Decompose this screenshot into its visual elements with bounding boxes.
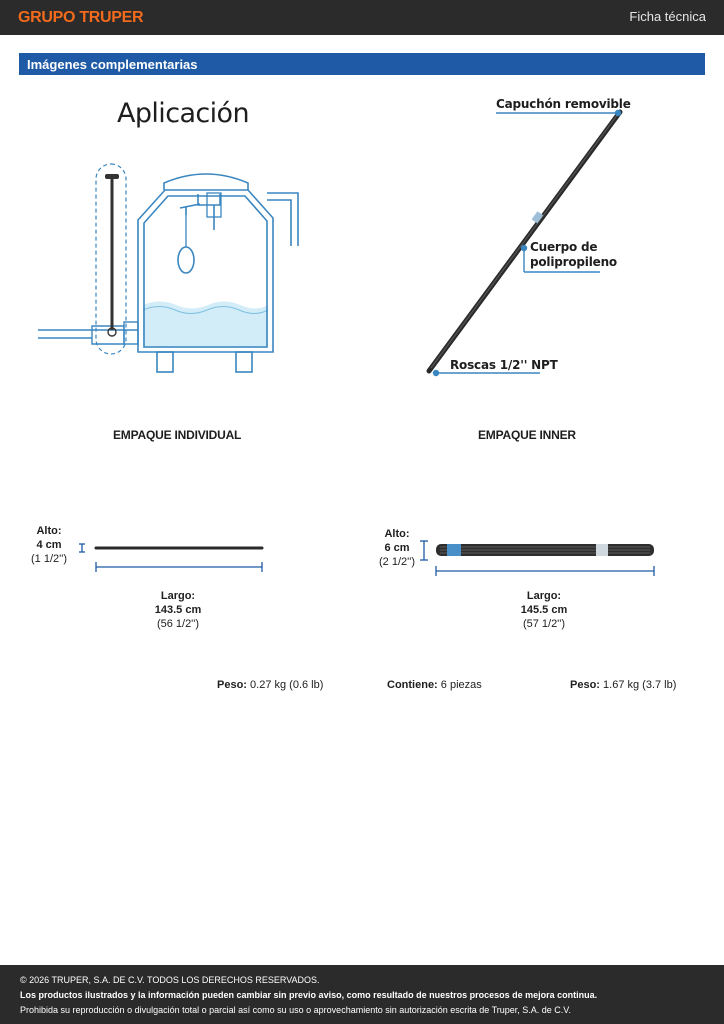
individual-height-cm: 4 cm xyxy=(36,539,62,551)
inlet-fitting xyxy=(123,321,139,345)
tank-lid xyxy=(163,173,249,190)
product-tube xyxy=(426,109,623,374)
application-diagram xyxy=(38,163,299,373)
individual-length-in: (56 1/2'') xyxy=(156,618,200,630)
footer-legal: Prohibida su reproducción o divulgación … xyxy=(20,1005,571,1015)
callout-leaders xyxy=(432,109,622,377)
inner-length-in: (57 1/2'') xyxy=(522,618,566,630)
individual-length-block: Largo: 143.5 cm (56 1/2'') xyxy=(138,589,218,631)
tank-leg-left xyxy=(156,351,174,373)
individual-height-block: Alto: 4 cm (1 1/2'') xyxy=(24,524,74,566)
inlet-pipe xyxy=(38,329,138,339)
inner-length-label: Largo: xyxy=(526,590,562,602)
individual-height-in: (1 1/2'') xyxy=(31,553,67,565)
inlet-valve xyxy=(91,325,125,345)
individual-weight-label: Peso: xyxy=(217,679,247,691)
individual-weight-value: 0.27 kg (0.6 lb) xyxy=(250,679,324,691)
document-type-label: Ficha técnica xyxy=(629,9,706,24)
inner-weight-label: Peso: xyxy=(570,679,600,691)
tank-water xyxy=(143,301,268,348)
tank-leg-right xyxy=(235,351,253,373)
float-valve xyxy=(179,194,221,230)
callout-body-line1: Cuerpo de xyxy=(530,240,598,254)
inner-height-block: Alto: 6 cm (2 1/2'') xyxy=(372,527,422,569)
section-title: Imágenes complementarias xyxy=(27,57,198,72)
individual-length-label: Largo: xyxy=(160,590,196,602)
inner-contains: Contiene: 6 piezas xyxy=(387,679,482,691)
footer-copyright: © 2026 TRUPER, S.A. DE C.V. TODOS LOS DE… xyxy=(20,975,320,985)
illustrations-canvas xyxy=(38,109,655,576)
inner-weight: Peso: 1.67 kg (3.7 lb) xyxy=(570,679,676,691)
individual-weight: Peso: 0.27 kg (0.6 lb) xyxy=(217,679,323,691)
individual-pack-drawing xyxy=(79,543,264,572)
inner-height-label: Alto: xyxy=(384,528,410,540)
inner-pack-drawing xyxy=(420,540,655,576)
footer-notice: Los productos ilustrados y la informació… xyxy=(20,990,598,1000)
inner-contains-label: Contiene: xyxy=(387,679,438,691)
inner-pack-title: EMPAQUE INNER xyxy=(478,428,576,442)
callout-body-line2: polipropileno xyxy=(530,255,617,269)
individual-pack-title: EMPAQUE INDIVIDUAL xyxy=(113,428,242,442)
individual-length-cm: 143.5 cm xyxy=(154,604,202,616)
float-valve-body xyxy=(206,192,222,218)
diagram-vent-tube xyxy=(105,174,119,337)
callout-cap: Capuchón removible xyxy=(496,97,631,111)
float-ball xyxy=(177,246,195,274)
tank-body-inner xyxy=(143,195,268,348)
footer: © 2026 TRUPER, S.A. DE C.V. TODOS LOS DE… xyxy=(0,965,724,1024)
inner-height-in: (2 1/2'') xyxy=(379,556,415,568)
brand-logo: GRUPO TRUPER xyxy=(18,9,144,26)
vent-highlight xyxy=(95,163,127,355)
callout-threads: Roscas 1/2'' NPT xyxy=(450,358,558,372)
application-title: Aplicación xyxy=(117,98,250,129)
inner-weight-value: 1.67 kg (3.7 lb) xyxy=(603,679,677,691)
inner-length-block: Largo: 145.5 cm (57 1/2'') xyxy=(504,589,584,631)
tank-water-waves xyxy=(142,306,269,314)
inner-height-cm: 6 cm xyxy=(384,542,410,554)
top-header-bar: GRUPO TRUPER Ficha técnica xyxy=(0,0,724,35)
inner-contains-value: 6 piezas xyxy=(440,679,482,691)
individual-height-label: Alto: xyxy=(36,525,62,537)
overflow-pipe xyxy=(267,192,299,246)
inner-length-cm: 145.5 cm xyxy=(520,604,568,616)
section-header-bar: Imágenes complementarias xyxy=(19,53,705,75)
